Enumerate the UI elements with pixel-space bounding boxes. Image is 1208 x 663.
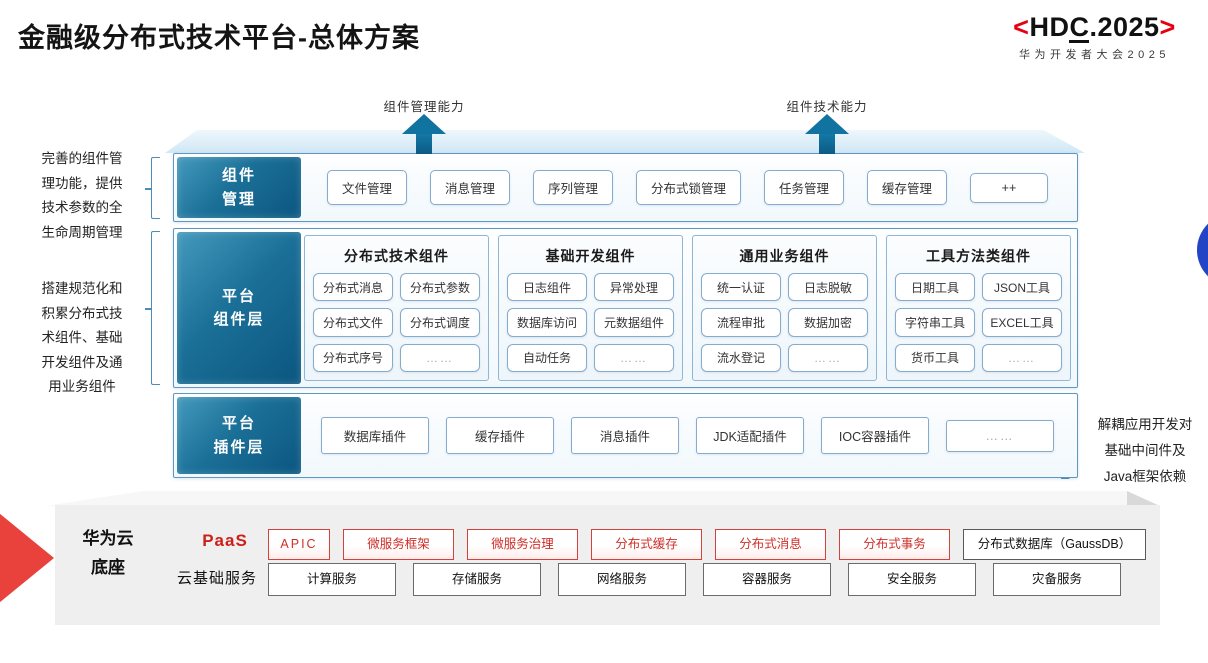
hdc-logo: <HDC.2025> 华为开发者大会2025 bbox=[987, 12, 1202, 62]
group-item: 货币工具 bbox=[895, 343, 975, 372]
group-item: 日期工具 bbox=[895, 273, 975, 302]
component-mgmt-item-more: ++ bbox=[969, 172, 1048, 203]
row-platform-components: 平台 组件层 分布式技术组件 分布式消息 分布式参数 分布式文件 分布式调度 分… bbox=[173, 228, 1078, 388]
group-item: 元数据组件 bbox=[594, 308, 674, 337]
group-item: 流水登记 bbox=[701, 343, 781, 372]
group-tool-methods: 工具方法类组件 日期工具 JSON工具 字符串工具 EXCEL工具 货币工具 …… bbox=[886, 235, 1071, 381]
left-bracket bbox=[145, 157, 160, 219]
group-item: 分布式调度 bbox=[400, 308, 480, 337]
paas-item: 分布式事务 bbox=[839, 529, 950, 560]
group-title: 工具方法类组件 bbox=[926, 248, 1031, 264]
row-label-platform-components: 平台 组件层 bbox=[177, 232, 301, 384]
group-item: 日志组件 bbox=[507, 273, 587, 302]
platform-slab-top-face bbox=[165, 130, 1085, 153]
group-item: EXCEL工具 bbox=[982, 308, 1062, 337]
up-arrow-icon bbox=[805, 114, 849, 154]
cloud-service-item: 网络服务 bbox=[558, 563, 686, 596]
foundation-slab-top-face bbox=[46, 491, 1160, 506]
mgmt-capability-label: 组件管理能力 bbox=[383, 100, 465, 114]
group-item: 数据加密 bbox=[788, 308, 868, 337]
note-platform-components: 搭建规范化和 积累分布式技 术组件、基础 开发组件及通 用业务组件 bbox=[41, 281, 123, 394]
cloud-service-item: 容器服务 bbox=[703, 563, 831, 596]
component-mgmt-item: 任务管理 bbox=[763, 170, 844, 205]
component-mgmt-item: 消息管理 bbox=[429, 170, 510, 205]
plugin-item-more: …… bbox=[946, 419, 1054, 452]
cloud-service-item: 计算服务 bbox=[268, 563, 396, 596]
group-common-business: 通用业务组件 统一认证 日志脱敏 流程审批 数据加密 流水登记 …… bbox=[692, 235, 877, 381]
left-bracket bbox=[145, 231, 160, 385]
red-chevron-icon bbox=[0, 513, 54, 603]
logo-left-angle-icon: < bbox=[1013, 12, 1030, 42]
cloud-service-item: 存储服务 bbox=[413, 563, 541, 596]
logo-right-angle-icon: > bbox=[1159, 12, 1176, 42]
component-mgmt-item: 缓存管理 bbox=[866, 170, 947, 205]
component-mgmt-item: 序列管理 bbox=[532, 170, 613, 205]
platform-plugin-items: 数据库插件 缓存插件 消息插件 JDK适配插件 IOC容器插件 …… bbox=[304, 394, 1071, 477]
group-item: 数据库访问 bbox=[507, 308, 587, 337]
cloud-service-item: 安全服务 bbox=[848, 563, 976, 596]
note-decouple: 解耦应用开发对 基础中间件及 Java框架依赖 bbox=[1097, 417, 1193, 484]
blue-circle-decoration bbox=[1197, 213, 1208, 287]
foundation-slab-bevel bbox=[1127, 491, 1160, 506]
group-item: 日志脱敏 bbox=[788, 273, 868, 302]
row-label-platform-plugins: 平台 插件层 bbox=[177, 397, 301, 474]
group-title: 分布式技术组件 bbox=[344, 248, 449, 264]
group-item: 分布式文件 bbox=[313, 308, 393, 337]
row-component-mgmt: 组件 管理 文件管理 消息管理 序列管理 分布式锁管理 任务管理 缓存管理 ++ bbox=[173, 153, 1078, 222]
hdc-logo-subtitle: 华为开发者大会2025 bbox=[1019, 49, 1170, 61]
plugin-item: 消息插件 bbox=[571, 417, 679, 454]
paas-item: 微服务框架 bbox=[343, 529, 454, 560]
paas-item: 分布式消息 bbox=[715, 529, 826, 560]
plugin-item: IOC容器插件 bbox=[821, 417, 929, 454]
group-item: JSON工具 bbox=[982, 273, 1062, 302]
group-item: 分布式序号 bbox=[313, 343, 393, 372]
group-item-more: …… bbox=[982, 343, 1062, 372]
group-item-more: …… bbox=[788, 343, 868, 372]
group-item: 分布式消息 bbox=[313, 273, 393, 302]
plugin-item: 数据库插件 bbox=[321, 417, 429, 454]
group-item: 自动任务 bbox=[507, 343, 587, 372]
group-title: 基础开发组件 bbox=[545, 248, 636, 264]
cloud-service-items: 计算服务 存储服务 网络服务 容器服务 安全服务 灾备服务 bbox=[268, 563, 1121, 596]
plugin-item: JDK适配插件 bbox=[696, 417, 804, 454]
paas-label: PaaS bbox=[202, 531, 248, 550]
up-arrow-icon bbox=[402, 114, 446, 154]
group-title: 通用业务组件 bbox=[739, 248, 830, 264]
group-item: 流程审批 bbox=[701, 308, 781, 337]
component-mgmt-items: 文件管理 消息管理 序列管理 分布式锁管理 任务管理 缓存管理 ++ bbox=[304, 154, 1071, 221]
page-title: 金融级分布式技术平台-总体方案 bbox=[18, 23, 420, 53]
cloud-service-item: 灾备服务 bbox=[993, 563, 1121, 596]
group-item: 统一认证 bbox=[701, 273, 781, 302]
group-item-more: …… bbox=[400, 343, 480, 372]
group-item: 字符串工具 bbox=[895, 308, 975, 337]
paas-item: APIC bbox=[268, 529, 330, 560]
component-mgmt-item: 文件管理 bbox=[326, 170, 407, 205]
group-item: 异常处理 bbox=[594, 273, 674, 302]
note-component-mgmt: 完善的组件管 理功能，提供 技术参数的全 生命周期管理 bbox=[41, 151, 123, 240]
paas-item: 分布式缓存 bbox=[591, 529, 702, 560]
foundation-label: 华为云 底座 bbox=[82, 529, 134, 577]
hdc-logo-text: <HDC.2025> bbox=[1013, 12, 1176, 43]
group-item-more: …… bbox=[594, 343, 674, 372]
plugin-item: 缓存插件 bbox=[446, 417, 554, 454]
row-platform-plugins: 平台 插件层 数据库插件 缓存插件 消息插件 JDK适配插件 IOC容器插件 …… bbox=[173, 393, 1078, 478]
paas-db-item: 分布式数据库（GaussDB） bbox=[963, 529, 1146, 560]
tech-capability-label: 组件技术能力 bbox=[786, 100, 868, 114]
paas-items: APIC 微服务框架 微服务治理 分布式缓存 分布式消息 分布式事务 分布式数据… bbox=[268, 529, 1146, 560]
group-distributed-tech: 分布式技术组件 分布式消息 分布式参数 分布式文件 分布式调度 分布式序号 …… bbox=[304, 235, 489, 381]
group-item: 分布式参数 bbox=[400, 273, 480, 302]
component-mgmt-item: 分布式锁管理 bbox=[635, 170, 741, 205]
platform-component-groups: 分布式技术组件 分布式消息 分布式参数 分布式文件 分布式调度 分布式序号 ……… bbox=[304, 235, 1071, 381]
group-basic-dev: 基础开发组件 日志组件 异常处理 数据库访问 元数据组件 自动任务 …… bbox=[498, 235, 683, 381]
paas-item: 微服务治理 bbox=[467, 529, 578, 560]
cloud-services-label: 云基础服务 bbox=[176, 570, 257, 587]
row-label-component-mgmt: 组件 管理 bbox=[177, 157, 301, 218]
